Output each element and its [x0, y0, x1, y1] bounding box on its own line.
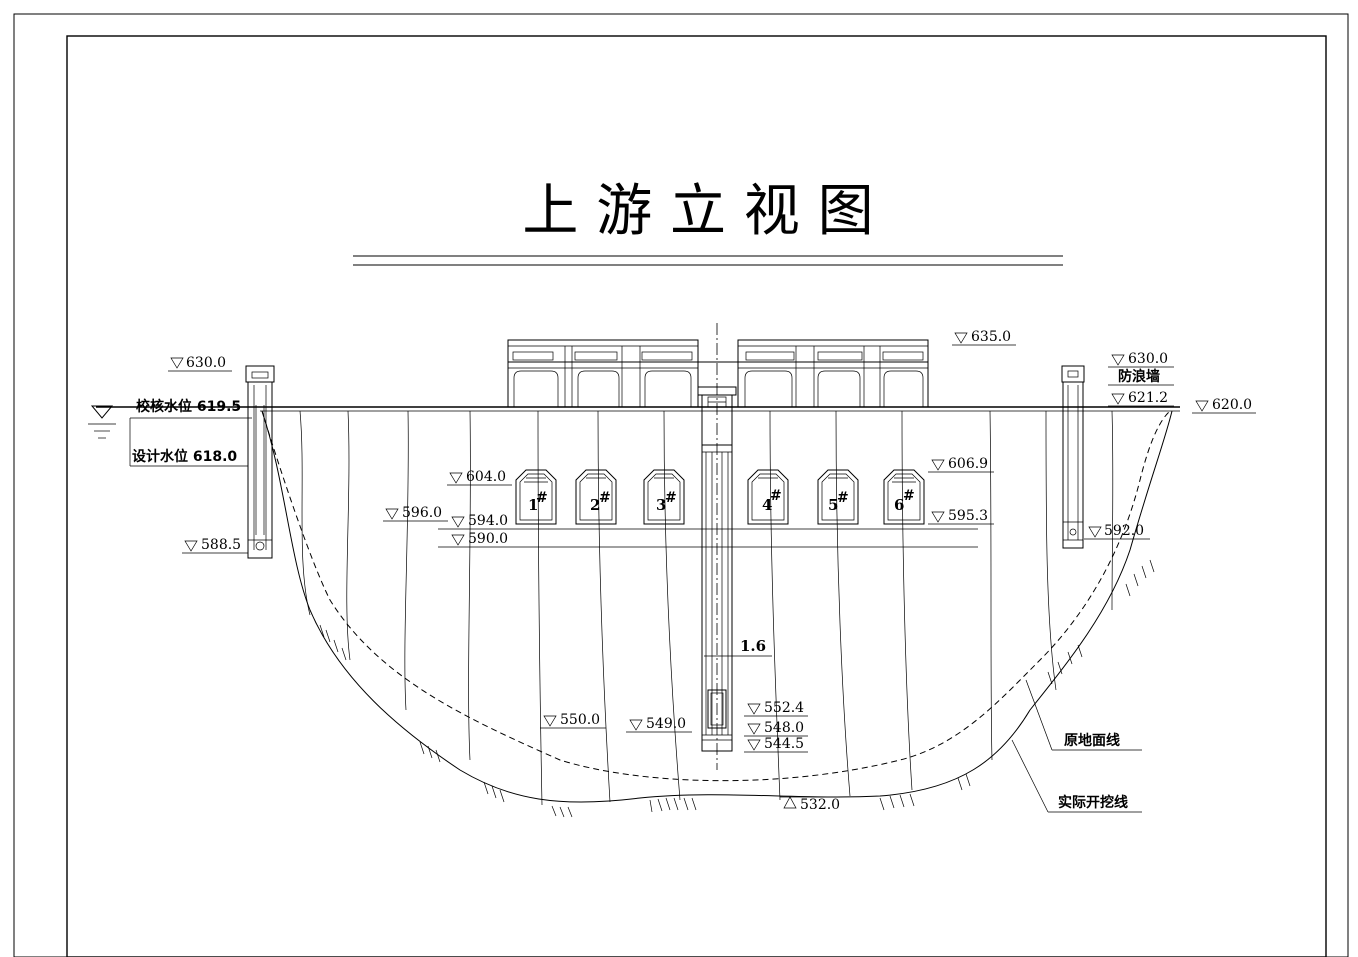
outer-frame	[13, 13, 1349, 957]
elevation-596: 596.0	[383, 505, 448, 522]
ground-hatch	[319, 559, 1155, 818]
gate-2-mark: #	[599, 490, 611, 506]
elev-630-left-text: 630.0	[186, 355, 226, 371]
elevation-552-4: 552.4	[744, 700, 808, 717]
elevation-549: 549.0	[626, 716, 692, 733]
elev-548-text: 548.0	[764, 720, 804, 736]
grout-lines	[299, 410, 1114, 806]
superstructure	[507, 339, 929, 408]
gate-6: 6 #	[883, 469, 925, 525]
gate-4-label: 4	[762, 496, 772, 514]
gate-2: 2 #	[575, 469, 617, 525]
gate-group: 1 # 2 # 3 # 4 # 5 #	[515, 469, 925, 525]
left-tower	[245, 365, 275, 559]
elev-606-9-text: 606.9	[948, 456, 988, 472]
excavation-leader	[1011, 739, 1049, 813]
elevation-594: 594.0	[451, 513, 508, 529]
elev-621-2-text: 621.2	[1128, 390, 1168, 406]
elevation-630-left: 630.0	[168, 355, 232, 372]
elev-620-text: 620.0	[1212, 397, 1252, 413]
elevation-590: 590.0	[451, 531, 508, 547]
elev-544-5-text: 544.5	[764, 736, 804, 752]
elev-590-text: 590.0	[468, 531, 508, 547]
gate-6-label: 6	[894, 496, 904, 514]
right-tower	[1061, 365, 1085, 549]
elev-549-text: 549.0	[646, 716, 686, 732]
original-ground-label: 原地面线	[1064, 732, 1120, 749]
elev-552-4-text: 552.4	[764, 700, 804, 716]
gate-1-label: 1	[528, 496, 538, 514]
inner-frame	[66, 35, 1327, 957]
elev-635-text: 635.0	[971, 329, 1011, 345]
gate-3-mark: #	[665, 490, 677, 506]
drawing-title: 上 游 立 视 图	[522, 179, 873, 244]
elevation-630-right: 630.0	[1108, 351, 1174, 368]
elev-588-5-text: 588.5	[201, 537, 241, 553]
elev-596-text: 596.0	[402, 505, 442, 521]
elev-532-text: 532.0	[800, 797, 840, 813]
elev-604-text: 604.0	[466, 469, 506, 485]
design-water-level: 设计水位 618.0	[132, 448, 237, 465]
elevation-621-2: 621.2	[1108, 390, 1174, 407]
elev-592-text: 592.0	[1104, 523, 1144, 539]
elevation-588-5: 588.5	[182, 537, 248, 554]
elev-595-3-text: 595.3	[948, 508, 988, 524]
water-level-symbol	[88, 405, 116, 439]
elevation-595-3: 595.3	[928, 508, 994, 525]
elevation-544-5: 544.5	[744, 736, 808, 753]
elevation-620: 620.0	[1192, 397, 1256, 414]
gate-5-mark: #	[837, 490, 849, 506]
original-ground-line	[261, 410, 1171, 782]
original-ground-leader	[1025, 679, 1053, 751]
gate-3-label: 3	[656, 496, 666, 514]
elev-594-text: 594.0	[468, 513, 508, 529]
gate-2-label: 2	[590, 496, 600, 514]
elevation-548: 548.0	[744, 720, 808, 737]
elev-630-right-text: 630.0	[1128, 351, 1168, 367]
elevation-606-9: 606.9	[928, 456, 994, 473]
gate-1: 1 #	[515, 469, 557, 525]
excavation-line	[261, 410, 1173, 803]
gate-6-mark: #	[903, 488, 915, 504]
elev-550-text: 550.0	[560, 712, 600, 728]
dim-1-6: 1.6	[740, 637, 766, 655]
elevation-635: 635.0	[952, 329, 1016, 346]
elevation-592: 592.0	[1084, 523, 1150, 540]
excavation-label: 实际开挖线	[1058, 794, 1128, 811]
elevation-550: 550.0	[540, 712, 606, 729]
check-water-level: 校核水位 619.5	[136, 398, 241, 415]
gate-3: 3 #	[643, 469, 685, 525]
elevation-604: 604.0	[447, 469, 512, 486]
gate-5-label: 5	[828, 496, 838, 514]
gate-1-mark: #	[536, 490, 548, 506]
gate-4-mark: #	[770, 488, 782, 504]
wave-wall-label: 防浪墙	[1118, 368, 1160, 385]
central-shaft	[697, 386, 772, 752]
gate-5: 5 #	[817, 469, 859, 525]
gate-4: 4 #	[747, 469, 789, 525]
elevation-532: 532.0	[780, 796, 840, 813]
